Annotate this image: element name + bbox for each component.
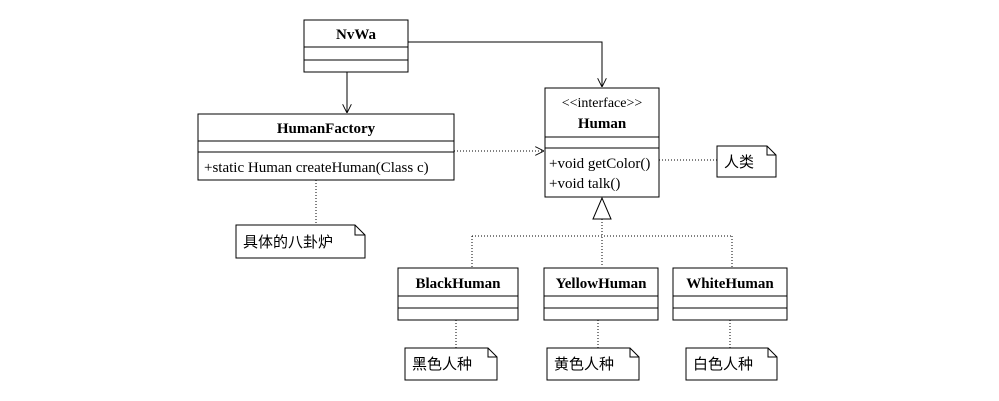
realization-lines [471, 196, 733, 267]
method-get-color: +void getColor() [549, 156, 650, 172]
note-text-yellow: 黄色人种 [554, 356, 614, 373]
note-text-white: 白色人种 [693, 356, 753, 373]
class-name-nvwa: NvWa [336, 27, 377, 43]
method-create-human: +static Human createHuman(Class c) [204, 160, 429, 176]
interface-human[interactable]: <<interface>> Human +void getColor() +vo… [544, 87, 660, 198]
stereotype-interface: <<interface>> [562, 96, 643, 111]
class-white-human[interactable]: WhiteHuman [672, 267, 788, 321]
class-name-black-human: BlackHuman [415, 276, 501, 292]
class-yellow-human[interactable]: YellowHuman [543, 267, 659, 321]
class-black-human[interactable]: BlackHuman [397, 267, 519, 321]
realization-triangle [592, 196, 612, 220]
association-nvwa-human [408, 41, 602, 87]
class-human-factory[interactable]: HumanFactory +static Human createHuman(C… [197, 113, 455, 181]
note-black: 黑色人种 [404, 347, 498, 381]
note-text-factory: 具体的八卦炉 [243, 234, 333, 251]
class-name-human-factory: HumanFactory [277, 121, 376, 137]
note-factory: 具体的八卦炉 [235, 224, 366, 259]
class-nvwa[interactable]: NvWa [303, 19, 409, 73]
note-white: 白色人种 [685, 347, 778, 381]
class-name-white-human: WhiteHuman [686, 276, 774, 292]
class-name-human: Human [578, 116, 627, 132]
note-text-black: 黑色人种 [412, 356, 472, 373]
note-yellow: 黄色人种 [546, 347, 640, 381]
note-text-human: 人类 [724, 154, 754, 171]
note-human: 人类 [716, 145, 777, 178]
method-talk: +void talk() [549, 176, 620, 192]
class-name-yellow-human: YellowHuman [556, 276, 648, 292]
